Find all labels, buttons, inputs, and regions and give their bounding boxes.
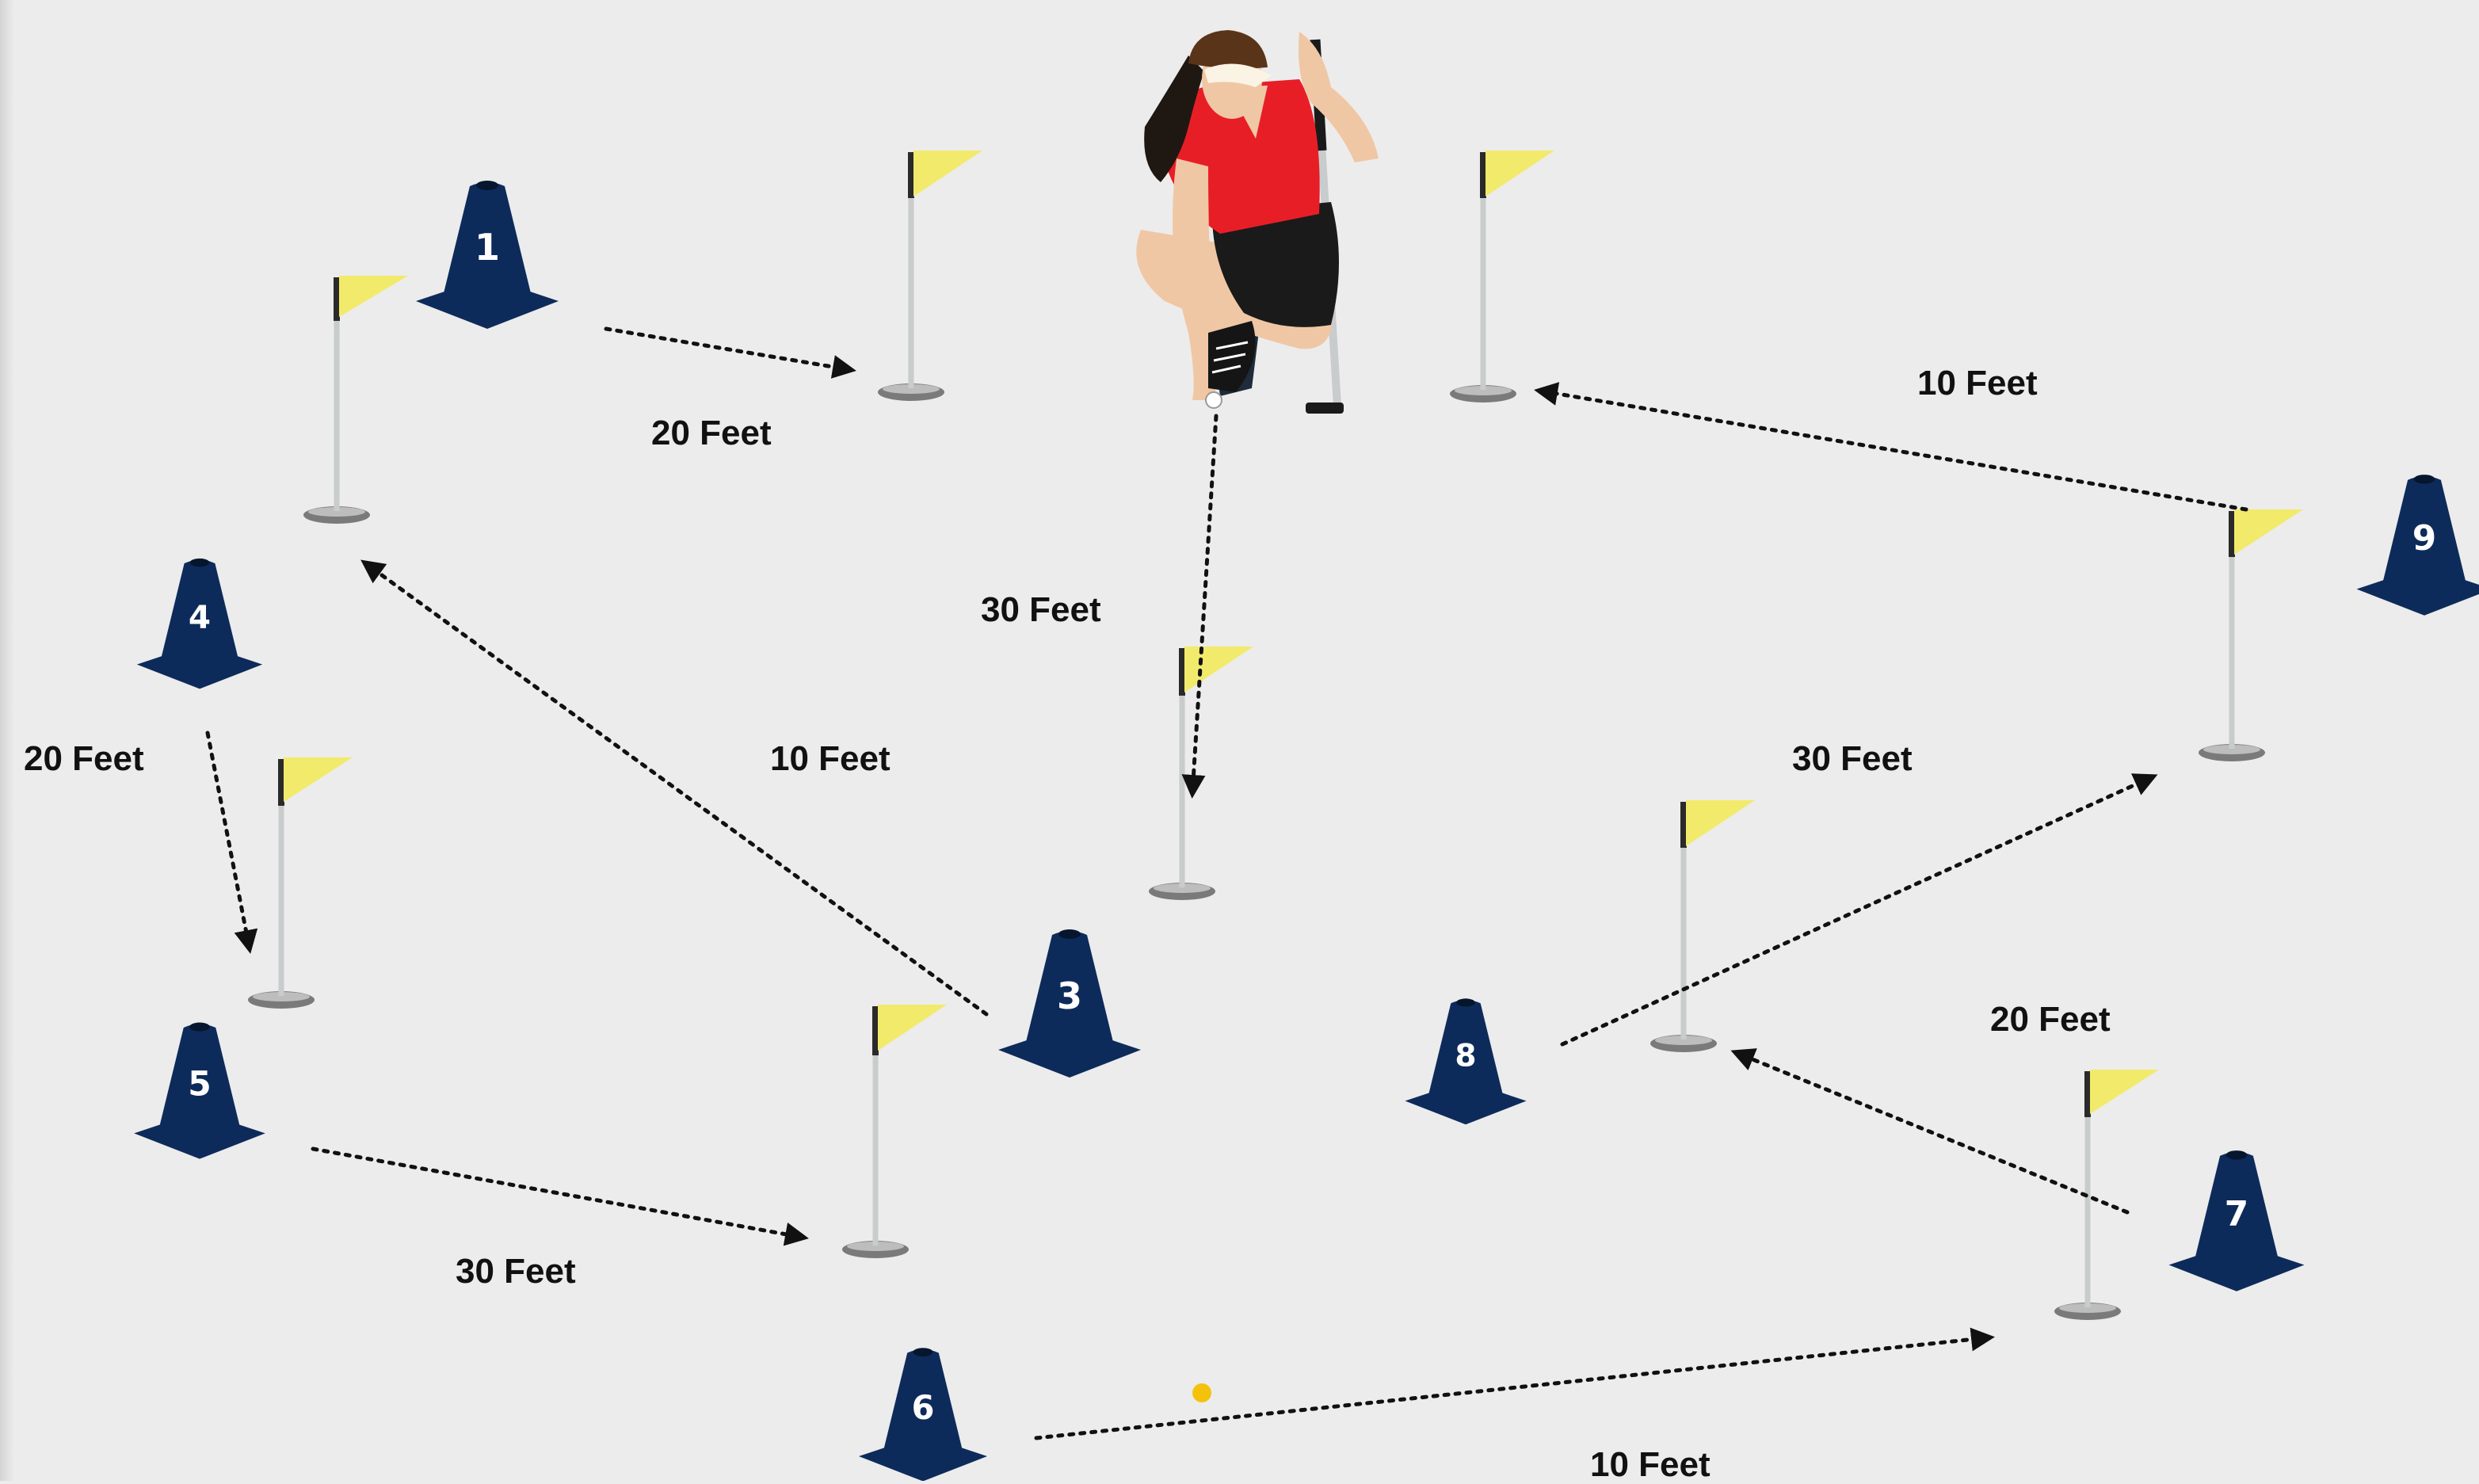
cone-number: 6 — [912, 1389, 935, 1427]
flag-f — [248, 757, 353, 1009]
flag-g — [1650, 800, 1755, 1052]
traffic-cone-icon: 8 — [1405, 998, 1527, 1124]
distance-label-30ft-c: 30 Feet — [456, 1254, 576, 1289]
golfer-illustration — [1136, 30, 1379, 414]
traffic-cone-icon: 5 — [134, 1023, 265, 1159]
traffic-cone-icon: 9 — [2357, 475, 2479, 616]
dotted-arrow-2 — [1192, 416, 1216, 794]
cone-number: 4 — [189, 598, 211, 636]
traffic-cone-icon: 4 — [137, 559, 262, 689]
dotted-arrow-7 — [1036, 1337, 1990, 1438]
distance-label-30ft-b: 30 Feet — [1792, 742, 1913, 776]
distance-label-20ft-b: 20 Feet — [24, 742, 144, 776]
cone-number: 1 — [475, 226, 500, 269]
dotted-arrow-5 — [208, 733, 250, 949]
dotted-arrow-6 — [313, 1149, 804, 1238]
cone-number: 3 — [1057, 975, 1082, 1017]
dotted-arrow-4 — [364, 563, 986, 1014]
distance-label-10ft-a: 10 Feet — [1917, 366, 2038, 401]
traffic-cone-icon: 6 — [859, 1348, 987, 1481]
cone-number: 5 — [188, 1065, 211, 1104]
flag-c — [1450, 151, 1554, 402]
golf-ball-icon — [1192, 1383, 1211, 1402]
distance-label-30ft-a: 30 Feet — [981, 593, 1101, 628]
cone-number: 7 — [2225, 1194, 2248, 1234]
cone-number: 9 — [2412, 518, 2436, 559]
distance-label-10ft-c: 10 Feet — [1590, 1448, 1711, 1482]
dotted-arrow-8 — [1735, 1052, 2127, 1212]
flag-b — [878, 151, 982, 401]
flag-a — [303, 276, 408, 524]
traffic-cone-icon: 1 — [416, 181, 559, 329]
traffic-cone-icon: 3 — [998, 929, 1141, 1078]
distance-label-10ft-b: 10 Feet — [770, 742, 891, 776]
traffic-cone-icon: 7 — [2169, 1150, 2305, 1291]
dotted-arrow-3 — [1539, 391, 2246, 509]
distance-label-20ft-a: 20 Feet — [651, 416, 772, 451]
flag-d — [2199, 509, 2303, 761]
flag-i — [2054, 1070, 2159, 1320]
distance-label-20ft-c: 20 Feet — [1990, 1002, 2111, 1037]
dotted-arrow-1 — [606, 329, 852, 370]
flag-h — [842, 1005, 947, 1258]
cone-number: 8 — [1455, 1038, 1476, 1074]
